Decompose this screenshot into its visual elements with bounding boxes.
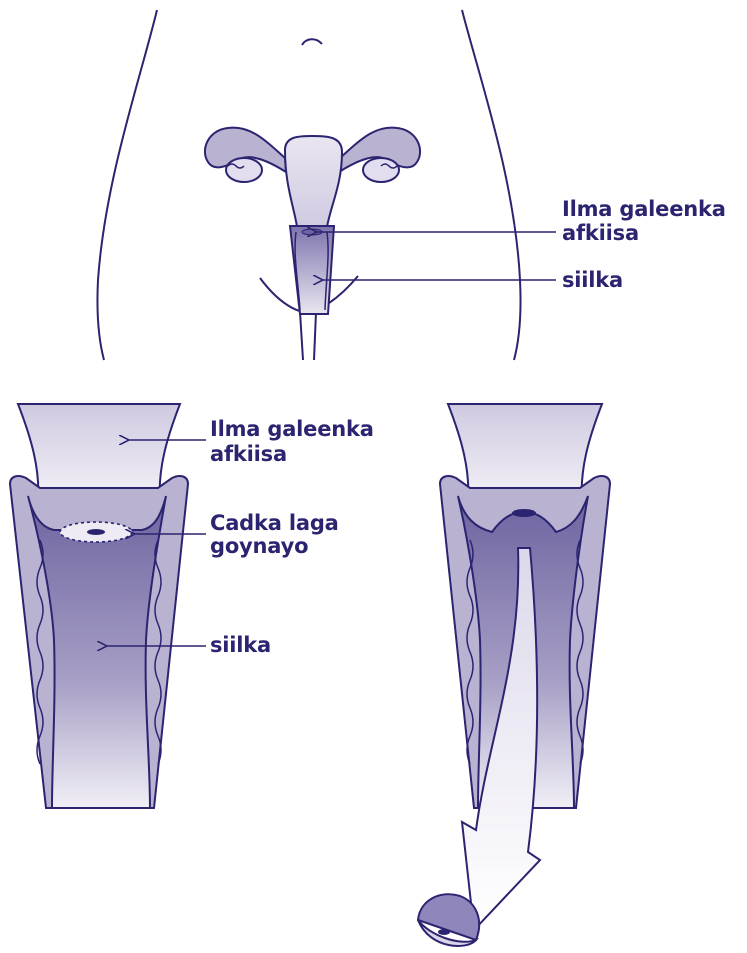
label-top-cervix-line2: afkiisa bbox=[562, 222, 639, 244]
cervix-left bbox=[18, 404, 180, 500]
label-bottom-vagina: siilka bbox=[210, 634, 271, 656]
label-top-cervix-line1: Ilma galeenka bbox=[562, 198, 726, 220]
label-bottom-cervix-line2: afkiisa bbox=[210, 443, 287, 465]
uterus-diagram bbox=[205, 128, 420, 314]
label-bottom-area-line2: goynayo bbox=[210, 535, 308, 557]
removed-tissue bbox=[418, 894, 479, 946]
ovary-left bbox=[226, 158, 262, 182]
uterus-body bbox=[285, 136, 342, 232]
ovary-right bbox=[363, 158, 399, 182]
cervical-os-left bbox=[87, 529, 105, 535]
cervix-right bbox=[448, 404, 602, 500]
label-top-vagina: siilka bbox=[562, 269, 623, 291]
label-bottom-area-line1: Cadka laga bbox=[210, 512, 339, 534]
cervical-os-right bbox=[512, 509, 536, 517]
cervix-detail-left bbox=[10, 404, 188, 808]
label-bottom-cervix-line1: Ilma galeenka bbox=[210, 418, 374, 440]
